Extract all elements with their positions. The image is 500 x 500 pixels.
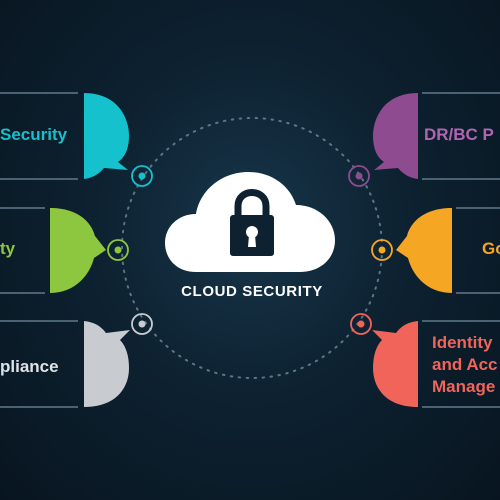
connector-node-gray <box>131 313 153 335</box>
left-card-3-label: pliance <box>0 357 59 376</box>
right-card-3 <box>350 313 500 408</box>
left-card-3 <box>0 313 153 408</box>
speech-bubble-orange <box>396 208 452 293</box>
left-card-1 <box>0 92 153 187</box>
left-card-2-label: ty <box>0 239 16 258</box>
left-card-2 <box>0 207 129 294</box>
left-card-1-label: Security <box>0 125 68 144</box>
connector-node-cyan <box>131 165 153 187</box>
connector-node-dot <box>138 172 146 180</box>
connector-node-dot <box>355 172 363 180</box>
speech-bubble-cyan <box>84 93 129 179</box>
connector-node-green <box>107 239 129 261</box>
speech-bubble-gray <box>84 321 130 407</box>
right-card-2 <box>371 207 500 294</box>
right-card-3-label: Identity and Acc Manage <box>432 332 498 398</box>
right-card-3-line1: Identity <box>432 333 493 352</box>
connector-node-dot <box>114 246 122 254</box>
speech-bubble-red <box>372 321 418 407</box>
speech-bubble-green <box>50 208 106 293</box>
right-card-3-line2: and Acc <box>432 355 498 374</box>
connector-node-dot <box>138 320 146 328</box>
connector-node-red <box>350 313 372 335</box>
right-card-1 <box>348 92 500 187</box>
connector-node-dot <box>357 320 365 328</box>
speech-bubble-purple <box>373 93 418 179</box>
padlock-icon <box>230 189 274 256</box>
connector-node-dot <box>378 246 386 254</box>
connector-node-orange <box>371 239 393 261</box>
right-card-2-label: Go <box>482 239 500 258</box>
right-card-1-label: DR/BC P <box>424 125 494 144</box>
right-card-3-line3: Manage <box>432 377 496 396</box>
center-title: CLOUD SECURITY <box>181 283 323 300</box>
connector-node-purple <box>348 165 370 187</box>
